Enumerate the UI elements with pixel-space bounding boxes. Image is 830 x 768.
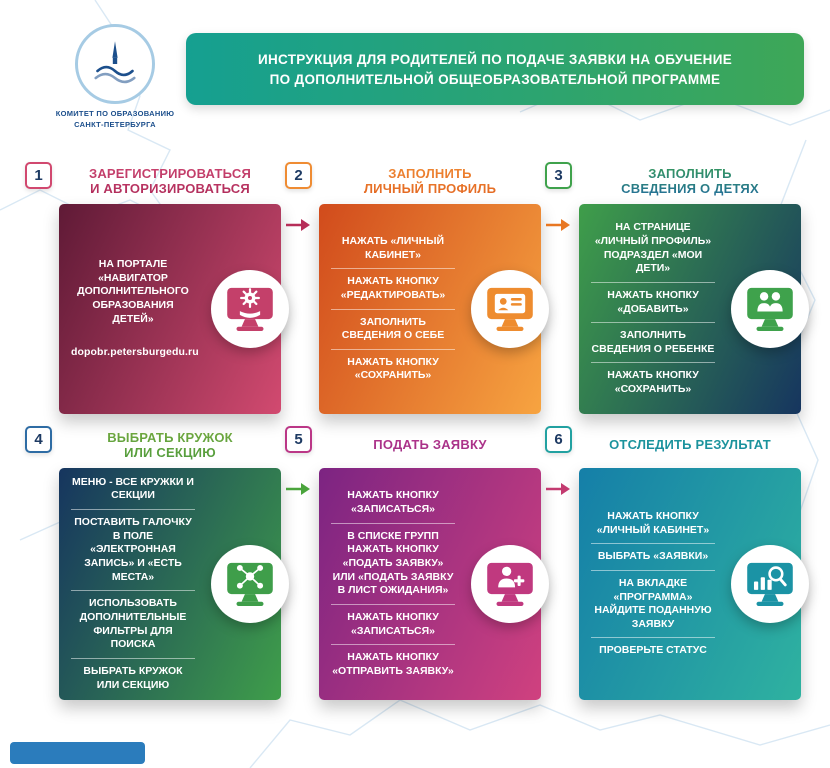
step-number-badge: 3 [545,162,572,189]
instruction-item: НАЖАТЬ КНОПКУ «ЛИЧНЫЙ КАБИНЕТ» [591,504,715,545]
instruction-item: ПРОВЕРЬТЕ СТАТУС [599,644,707,657]
instruction-item: НАЖАТЬ КНОПКУ «ОТПРАВИТЬ ЗАЯВКУ» [332,651,454,677]
committee-name-line2: САНКТ-ПЕТЕРБУРГА [74,119,156,129]
instruction-item: ЗАПОЛНИТЬ СВЕДЕНИЯ О РЕБЕНКЕ [591,323,715,364]
monitor-search-chart-icon [731,545,809,623]
step-number-badge: 5 [285,426,312,453]
step-title: ВЫБРАТЬ КРУЖОК ИЛИ СЕКЦИЮ [59,422,281,468]
instruction-item: ИСПОЛЬЗОВАТЬ ДОПОЛНИТЕЛЬНЫЕ ФИЛЬТРЫ ДЛЯ … [71,591,195,659]
instruction-item: МЕНЮ - ВСЕ КРУЖКИ И СЕКЦИИ [71,470,195,511]
monitor-enroll-person-icon [471,545,549,623]
instruction-item: ВЫБРАТЬ «ЗАЯВКИ» [591,544,715,571]
page-title-line1: ИНСТРУКЦИЯ ДЛЯ РОДИТЕЛЕЙ ПО ПОДАЧЕ ЗАЯВК… [257,51,733,67]
instruction-item: НА ПОРТАЛЕ «НАВИГАТОР ДОПОЛНИТЕЛЬНОГО ОБ… [77,258,189,325]
step-title-line1: ОТСЛЕДИТЬ РЕЗУЛЬТАТ [609,437,771,453]
logo-emblem-circle [75,24,155,104]
step-title: ЗАПОЛНИТЬ ЛИЧНЫЙ ПРОФИЛЬ [319,158,541,204]
instruction-item: НА СТРАНИЦЕ «ЛИЧНЫЙ ПРОФИЛЬ» ПОДРАЗДЕЛ «… [591,215,715,283]
step-title-line1: ЗАПОЛНИТЬ [648,165,732,181]
monitor-network-icon [211,545,289,623]
committee-logo: КОМИТЕТ ПО ОБРАЗОВАНИЮ САНКТ-ПЕТЕРБУРГА [45,24,185,130]
instruction-item: НАЖАТЬ КНОПКУ «ЗАПИСАТЬСЯ» [331,605,455,646]
step-title-line1: ЗАПОЛНИТЬ [388,165,472,181]
page-title-banner: ИНСТРУКЦИЯ ДЛЯ РОДИТЕЛЕЙ ПО ПОДАЧЕ ЗАЯВК… [186,33,804,105]
instruction-item: ЗАПОЛНИТЬ СВЕДЕНИЯ О СЕБЕ [331,310,455,350]
step-number-badge: 4 [25,426,52,453]
step-title: ЗАРЕГИСТРИРОВАТЬСЯ И АВТОРИЗИРОВАТЬСЯ [59,158,281,204]
step-5: 5 ПОДАТЬ ЗАЯВКУ НАЖАТЬ КНОПКУ «ЗАПИСАТЬС… [285,416,570,700]
step-number-badge: 2 [285,162,312,189]
step-title-line2: СВЕДЕНИЯ О ДЕТЯХ [621,181,759,196]
step-card: НА ПОРТАЛЕ «НАВИГАТОР ДОПОЛНИТЕЛЬНОГО ОБ… [59,204,289,414]
monitor-profile-card-icon [471,270,549,348]
instruction-item: НАЖАТЬ КНОПКУ «ЗАПИСАТЬСЯ» [331,483,455,524]
spire-waves-icon [94,41,136,84]
step-card: НАЖАТЬ КНОПКУ «ЗАПИСАТЬСЯ» В СПИСКЕ ГРУП… [319,468,549,700]
instruction-item: ПОСТАВИТЬ ГАЛОЧКУ В ПОЛЕ «ЭЛЕКТРОННАЯ ЗА… [71,510,195,592]
monitor-children-icon [731,270,809,348]
monitor-hand-gear-icon [211,270,289,348]
step-4: 4 ВЫБРАТЬ КРУЖОК ИЛИ СЕКЦИЮ МЕНЮ - ВСЕ К… [25,416,310,700]
step-2: 2 ЗАПОЛНИТЬ ЛИЧНЫЙ ПРОФИЛЬ НАЖАТЬ «ЛИЧНЫ… [285,152,570,414]
page-title-line2: ПО ДОПОЛНИТЕЛЬНОЙ ОБЩЕОБРАЗОВАТЕЛЬНОЙ ПР… [269,71,721,87]
arrow-right-icon [286,219,310,231]
arrow-right-icon [286,483,310,495]
steps-row-2: 4 ВЫБРАТЬ КРУЖОК ИЛИ СЕКЦИЮ МЕНЮ - ВСЕ К… [25,416,809,700]
instruction-item: НАЖАТЬ КНОПКУ «СОХРАНИТЬ» [607,369,699,396]
instruction-item: НАЖАТЬ «ЛИЧНЫЙ КАБИНЕТ» [331,229,455,270]
instruction-list: МЕНЮ - ВСЕ КРУЖКИ И СЕКЦИИ ПОСТАВИТЬ ГАЛ… [71,476,195,691]
steps-row-1: 1 ЗАРЕГИСТРИРОВАТЬСЯ И АВТОРИЗИРОВАТЬСЯ … [25,152,809,414]
instruction-item: НАЖАТЬ КНОПКУ «ДОБАВИТЬ» [591,283,715,324]
committee-name-line1: КОМИТЕТ ПО ОБРАЗОВАНИЮ [55,109,175,118]
instruction-list: НАЖАТЬ КНОПКУ «ЛИЧНЫЙ КАБИНЕТ» ВЫБРАТЬ «… [591,478,715,690]
instruction-list: НА ПОРТАЛЕ «НАВИГАТОР ДОПОЛНИТЕЛЬНОГО ОБ… [71,214,199,404]
step-title-line2: ИЛИ СЕКЦИЮ [124,445,216,460]
arrow-right-icon [546,483,570,495]
step-6: 6 ОТСЛЕДИТЬ РЕЗУЛЬТАТ НАЖАТЬ КНОПКУ «ЛИЧ… [545,416,809,700]
step-title-line2: ЛИЧНЫЙ ПРОФИЛЬ [363,181,497,196]
step-card: НАЖАТЬ КНОПКУ «ЛИЧНЫЙ КАБИНЕТ» ВЫБРАТЬ «… [579,468,809,700]
step-number-badge: 1 [25,162,52,189]
committee-name: КОМИТЕТ ПО ОБРАЗОВАНИЮ САНКТ-ПЕТЕРБУРГА [45,109,185,130]
instruction-list: НА СТРАНИЦЕ «ЛИЧНЫЙ ПРОФИЛЬ» ПОДРАЗДЕЛ «… [591,214,715,404]
step-title: ПОДАТЬ ЗАЯВКУ [319,422,541,468]
instruction-item: В СПИСКЕ ГРУПП НАЖАТЬ КНОПКУ «ПОДАТЬ ЗАЯ… [331,524,455,605]
instruction-list: НАЖАТЬ КНОПКУ «ЗАПИСАТЬСЯ» В СПИСКЕ ГРУП… [331,478,455,690]
step-card: МЕНЮ - ВСЕ КРУЖКИ И СЕКЦИИ ПОСТАВИТЬ ГАЛ… [59,468,289,700]
footer-bar [10,742,145,764]
step-card: НАЖАТЬ «ЛИЧНЫЙ КАБИНЕТ» НАЖАТЬ КНОПКУ «Р… [319,204,549,414]
step-title: ОТСЛЕДИТЬ РЕЗУЛЬТАТ [579,422,801,468]
instruction-list: НАЖАТЬ «ЛИЧНЫЙ КАБИНЕТ» НАЖАТЬ КНОПКУ «Р… [331,214,455,404]
step-title-line1: ЗАРЕГИСТРИРОВАТЬСЯ [89,165,251,181]
instruction-item: ВЫБРАТЬ КРУЖОК ИЛИ СЕКЦИЮ [83,664,183,691]
instruction-item: НАЖАТЬ КНОПКУ «СОХРАНИТЬ» [347,355,439,382]
step-3: 3 ЗАПОЛНИТЬ СВЕДЕНИЯ О ДЕТЯХ НА СТРАНИЦЕ… [545,152,809,414]
step-title-line2: И АВТОРИЗИРОВАТЬСЯ [90,181,250,196]
step-number-badge: 6 [545,426,572,453]
step-title-line1: ВЫБРАТЬ КРУЖОК [107,429,233,445]
instruction-item: НА ВКЛАДКЕ «ПРОГРАММА» НАЙДИТЕ ПОДАННУЮ … [591,571,715,639]
instruction-item: НАЖАТЬ КНОПКУ «РЕДАКТИРОВАТЬ» [331,269,455,310]
portal-url: dopobr.petersburgedu.ru [71,346,199,359]
step-1: 1 ЗАРЕГИСТРИРОВАТЬСЯ И АВТОРИЗИРОВАТЬСЯ … [25,152,310,414]
step-title: ЗАПОЛНИТЬ СВЕДЕНИЯ О ДЕТЯХ [579,158,801,204]
step-card: НА СТРАНИЦЕ «ЛИЧНЫЙ ПРОФИЛЬ» ПОДРАЗДЕЛ «… [579,204,809,414]
step-title-line1: ПОДАТЬ ЗАЯВКУ [373,437,487,453]
arrow-right-icon [546,219,570,231]
